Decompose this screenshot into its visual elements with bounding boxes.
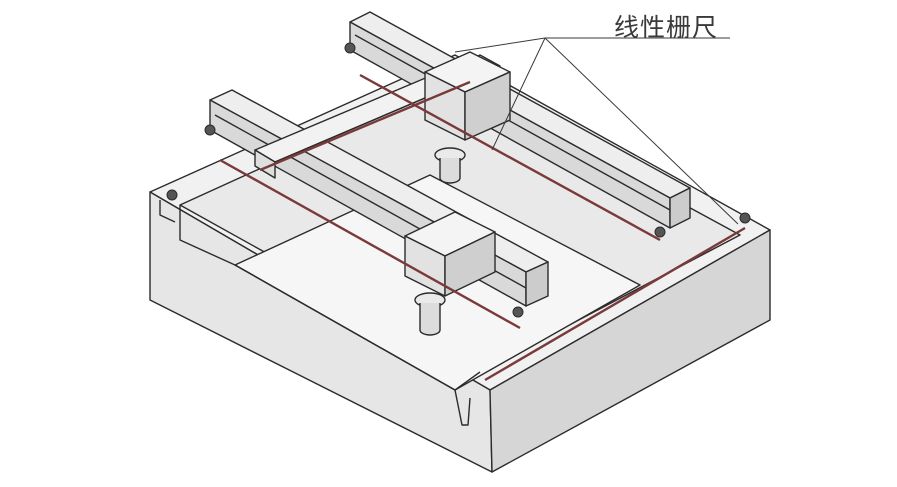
rail-end-knob	[654, 226, 666, 238]
linear-scale-front	[219, 158, 521, 330]
recess-wall-left	[179, 205, 236, 266]
linear-scale-beam	[259, 80, 471, 172]
recess-left-notch	[159, 200, 176, 223]
cross-beam-side	[254, 149, 276, 179]
rear-spindle-body	[439, 158, 461, 184]
rear-rail-end	[669, 187, 691, 229]
front-rail-end	[525, 261, 549, 307]
callout-leader-base	[544, 37, 739, 225]
front-carriage-right	[444, 231, 496, 297]
rail-end-knob	[344, 42, 356, 54]
base-right-face	[489, 229, 771, 473]
rail-end-knob	[512, 306, 524, 318]
rail-end-knob	[204, 124, 216, 136]
front-spindle-body	[419, 303, 441, 336]
rail-end-knob	[739, 212, 751, 224]
rear-carriage-right	[464, 71, 511, 141]
callout-label-linear-scale: 线性栅尺	[614, 13, 719, 42]
linear-scale-base	[484, 226, 746, 382]
callout-leaders	[454, 37, 739, 225]
callout-leader-mid	[491, 37, 546, 151]
linear-scale-rear	[359, 73, 661, 242]
rear-rail-groove	[354, 34, 671, 211]
callout-leader-rear	[454, 37, 546, 53]
recess-front-notch	[454, 389, 471, 426]
rail-end-knob	[166, 189, 178, 201]
